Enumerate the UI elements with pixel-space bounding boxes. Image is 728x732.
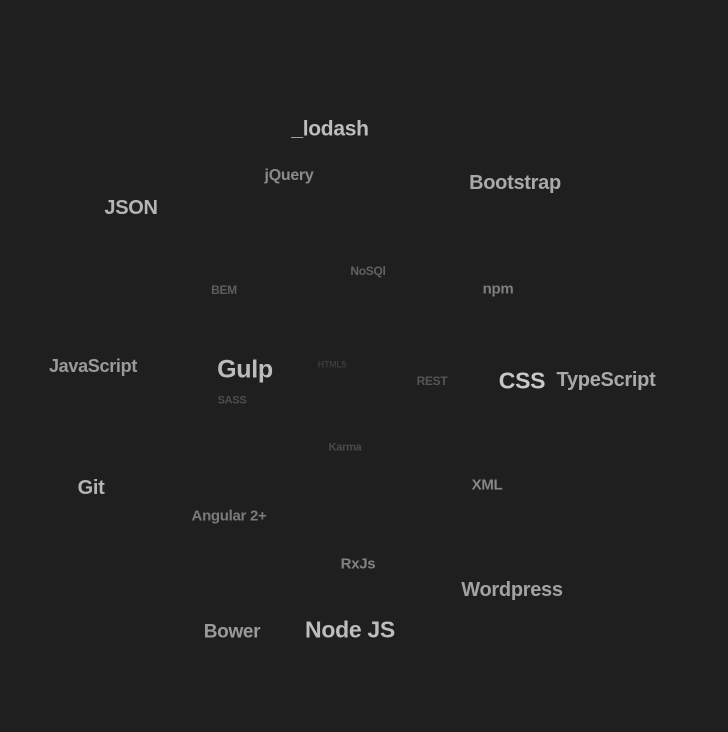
tag-karma[interactable]: Karma bbox=[328, 441, 362, 454]
tag-html5[interactable]: HTML5 bbox=[317, 359, 347, 370]
tag-lodash[interactable]: _lodash bbox=[291, 117, 369, 141]
tag-bem[interactable]: BEM bbox=[211, 283, 237, 297]
tag-bootstrap[interactable]: Bootstrap bbox=[469, 172, 561, 194]
tag-git[interactable]: Git bbox=[77, 477, 105, 499]
tag-css[interactable]: CSS bbox=[498, 367, 546, 394]
tag-angular[interactable]: Angular 2+ bbox=[191, 507, 267, 525]
tag-javascript[interactable]: JavaScript bbox=[48, 356, 138, 376]
tag-bower[interactable]: Bower bbox=[203, 621, 261, 643]
tag-nodejs[interactable]: Node JS bbox=[305, 616, 395, 643]
tag-rest[interactable]: REST bbox=[416, 374, 448, 388]
tag-npm[interactable]: npm bbox=[482, 280, 514, 298]
tag-rxjs[interactable]: RxJs bbox=[340, 555, 376, 573]
tag-json[interactable]: JSON bbox=[104, 197, 158, 219]
tag-typescript[interactable]: TypeScript bbox=[556, 369, 656, 391]
tag-sass[interactable]: SASS bbox=[217, 394, 247, 407]
tag-wordpress[interactable]: Wordpress bbox=[461, 579, 563, 601]
tag-nosql[interactable]: NoSQl bbox=[350, 264, 386, 278]
tag-gulp[interactable]: Gulp bbox=[217, 355, 273, 384]
tag-jquery[interactable]: jQuery bbox=[264, 167, 314, 184]
tag-xml[interactable]: XML bbox=[471, 476, 503, 494]
